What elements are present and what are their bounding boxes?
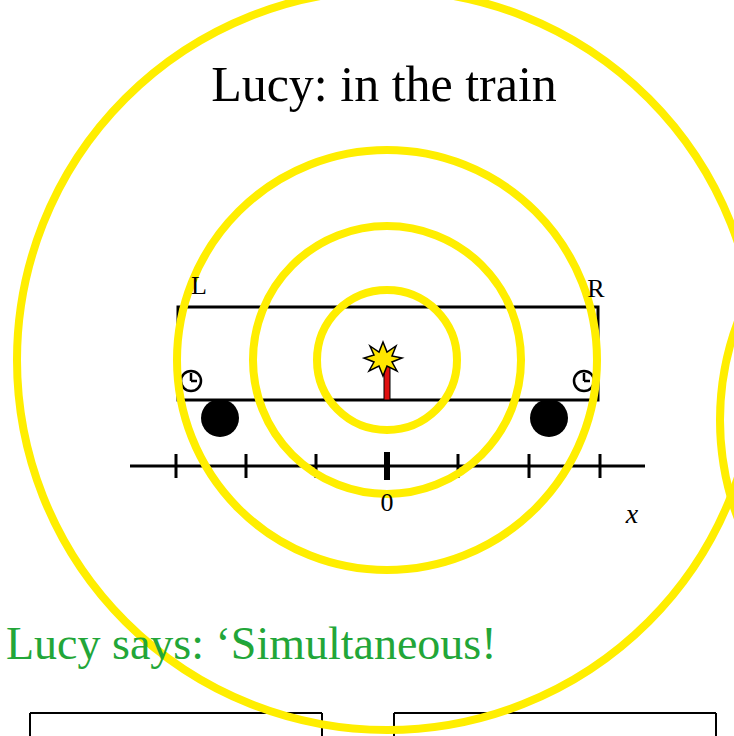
train-car [178, 307, 598, 400]
end-label: R [587, 276, 604, 302]
wheel [201, 399, 239, 437]
title: Lucy: in the train [211, 59, 557, 109]
axis-label: x [626, 500, 638, 528]
flash-star [364, 342, 402, 376]
wheel [530, 399, 568, 437]
axis-tick-label: 0 [381, 490, 394, 516]
end-label: L [191, 273, 207, 299]
statement: Lucy says: ‘Simultaneous! [6, 621, 497, 667]
